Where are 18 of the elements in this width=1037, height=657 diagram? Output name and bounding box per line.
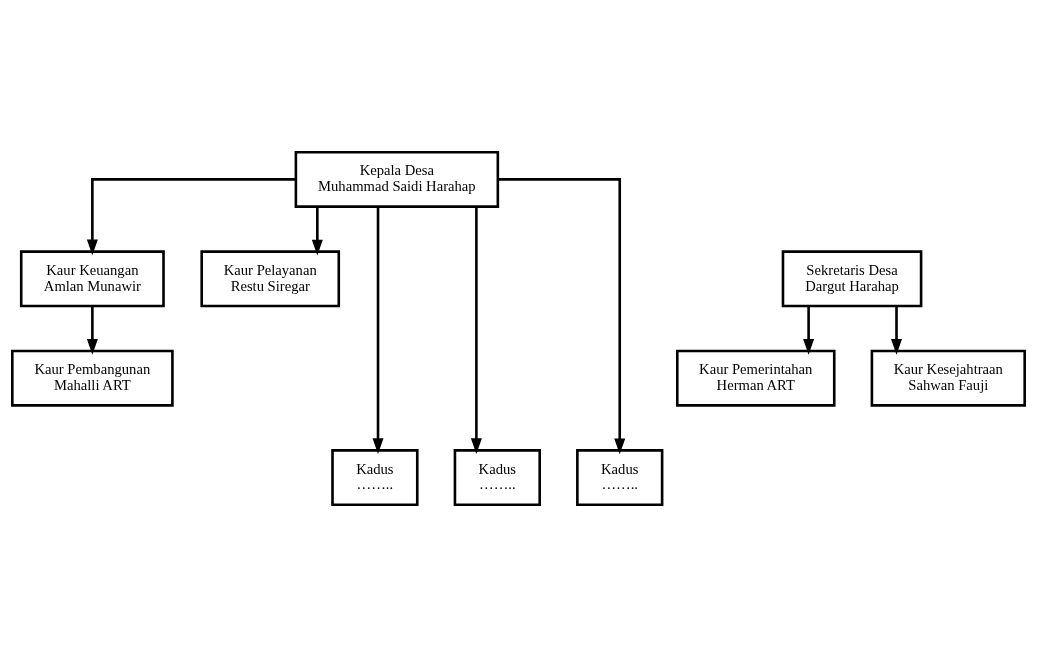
arrow xyxy=(372,206,384,455)
arrow xyxy=(497,178,626,455)
arrow xyxy=(803,306,815,355)
arrow xyxy=(311,206,323,256)
node-box: Kaur Kesejahtraan Sahwan Fauji xyxy=(870,349,1026,407)
node-box: Kepala Desa Muhammad Saidi Harahap xyxy=(294,150,500,208)
node-box: Kadus …….. xyxy=(576,449,664,507)
node-box: Kaur Pelayanan Restu Siregar xyxy=(200,250,341,308)
node-box: Kaur Pembangunan Mahalli ART xyxy=(11,349,174,407)
arrow xyxy=(891,306,902,355)
node-box: Kadus …….. xyxy=(331,449,419,507)
arrow xyxy=(86,306,98,355)
node-box: Kadus …….. xyxy=(453,449,541,507)
node-box: Kaur Pemerintahan Herman ART xyxy=(676,349,836,407)
arrow xyxy=(470,206,482,455)
node-box: Kaur Keuangan Amlan Munawir xyxy=(19,250,165,308)
node-box: Sekretaris Desa Dargut Harahap xyxy=(781,250,923,308)
arrow xyxy=(86,178,296,256)
